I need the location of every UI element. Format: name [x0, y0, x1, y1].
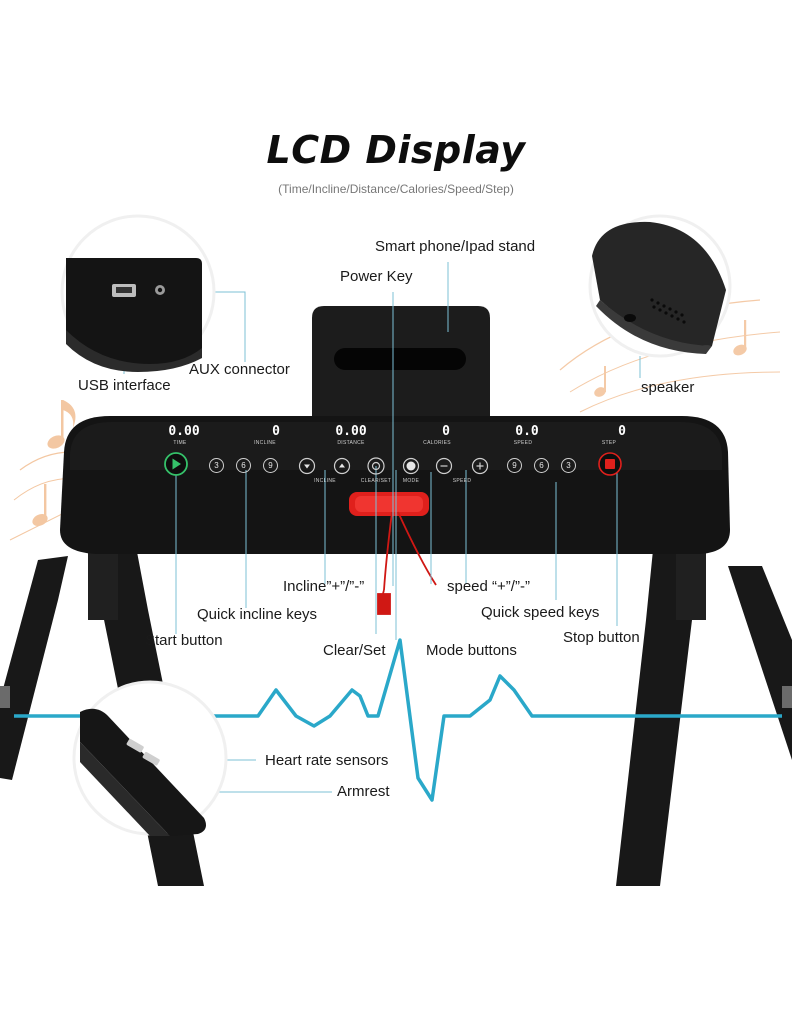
console-panel	[60, 416, 730, 554]
heartbeat-line	[14, 638, 782, 802]
display-speed-value: 0.0	[515, 424, 539, 439]
start-button	[164, 452, 188, 476]
quick-incline-key-9[interactable]: 9	[263, 458, 278, 473]
label-quick-incline-keys: Quick incline keys	[197, 606, 318, 623]
label-heart-rate-sensors: Heart rate sensors	[265, 752, 389, 769]
display-time-value: 0.00	[168, 424, 200, 439]
label-usb-interface: USB interface	[78, 377, 171, 394]
display-distance-label: DISTANCE	[337, 440, 365, 446]
label-aux-connector: AUX connector	[189, 361, 290, 378]
clear-set-text: CLEAR/SET	[360, 478, 392, 484]
page-title: LCD Display	[266, 128, 526, 172]
speed-plus-button	[471, 457, 489, 475]
incline-up-button	[333, 457, 351, 475]
incline-text: INCLINE	[314, 478, 336, 484]
label-incline-plus-minus: Incline”+”/”-”	[283, 578, 365, 595]
quick-speed-key-3[interactable]: 3	[561, 458, 576, 473]
label-power-key: Power Key	[340, 268, 413, 285]
label-quick-speed-keys: Quick speed keys	[481, 604, 600, 621]
display-step-label: STEP	[601, 440, 617, 446]
quick-incline-key-6[interactable]: 6	[236, 458, 251, 473]
quick-incline-key-3[interactable]: 3	[209, 458, 224, 473]
incline-down-button	[298, 457, 316, 475]
label-speaker: speaker	[641, 379, 695, 396]
clear-set-button	[367, 457, 385, 475]
label-clear-set: Clear/Set	[323, 642, 386, 659]
usb-aux-detail	[60, 214, 216, 372]
safety-key-cord	[377, 511, 437, 615]
page-subtitle: (Time/Incline/Distance/Calories/Speed/St…	[278, 182, 514, 196]
label-speed-plus-minus: speed “+”/”-”	[447, 578, 530, 595]
speaker-detail	[588, 214, 732, 358]
phone-stand	[312, 306, 490, 422]
display-incline-value: 0	[272, 424, 280, 439]
display-calories-label: CALORIES	[423, 440, 451, 446]
display-time-label: TIME	[173, 440, 187, 446]
label-armrest: Armrest	[337, 783, 390, 800]
stop-button	[598, 452, 622, 476]
mode-text: MODE	[402, 478, 420, 484]
display-speed-label: SPEED	[513, 440, 533, 446]
speed-minus-button	[435, 457, 453, 475]
quick-speed-key-9[interactable]: 9	[507, 458, 522, 473]
mode-button	[402, 457, 420, 475]
label-phone-stand: Smart phone/Ipad stand	[375, 238, 536, 255]
display-distance-value: 0.00	[335, 424, 367, 439]
speed-text: SPEED	[452, 478, 472, 484]
label-stop-button: Stop button	[563, 629, 640, 646]
display-incline-label: INCLINE	[254, 440, 276, 446]
label-start-button: Start button	[145, 632, 223, 649]
armrest-detail	[72, 680, 228, 836]
label-mode-buttons: Mode buttons	[426, 642, 517, 659]
display-step-value: 0	[618, 424, 626, 439]
quick-speed-key-6[interactable]: 6	[534, 458, 549, 473]
display-calories-value: 0	[442, 424, 450, 439]
